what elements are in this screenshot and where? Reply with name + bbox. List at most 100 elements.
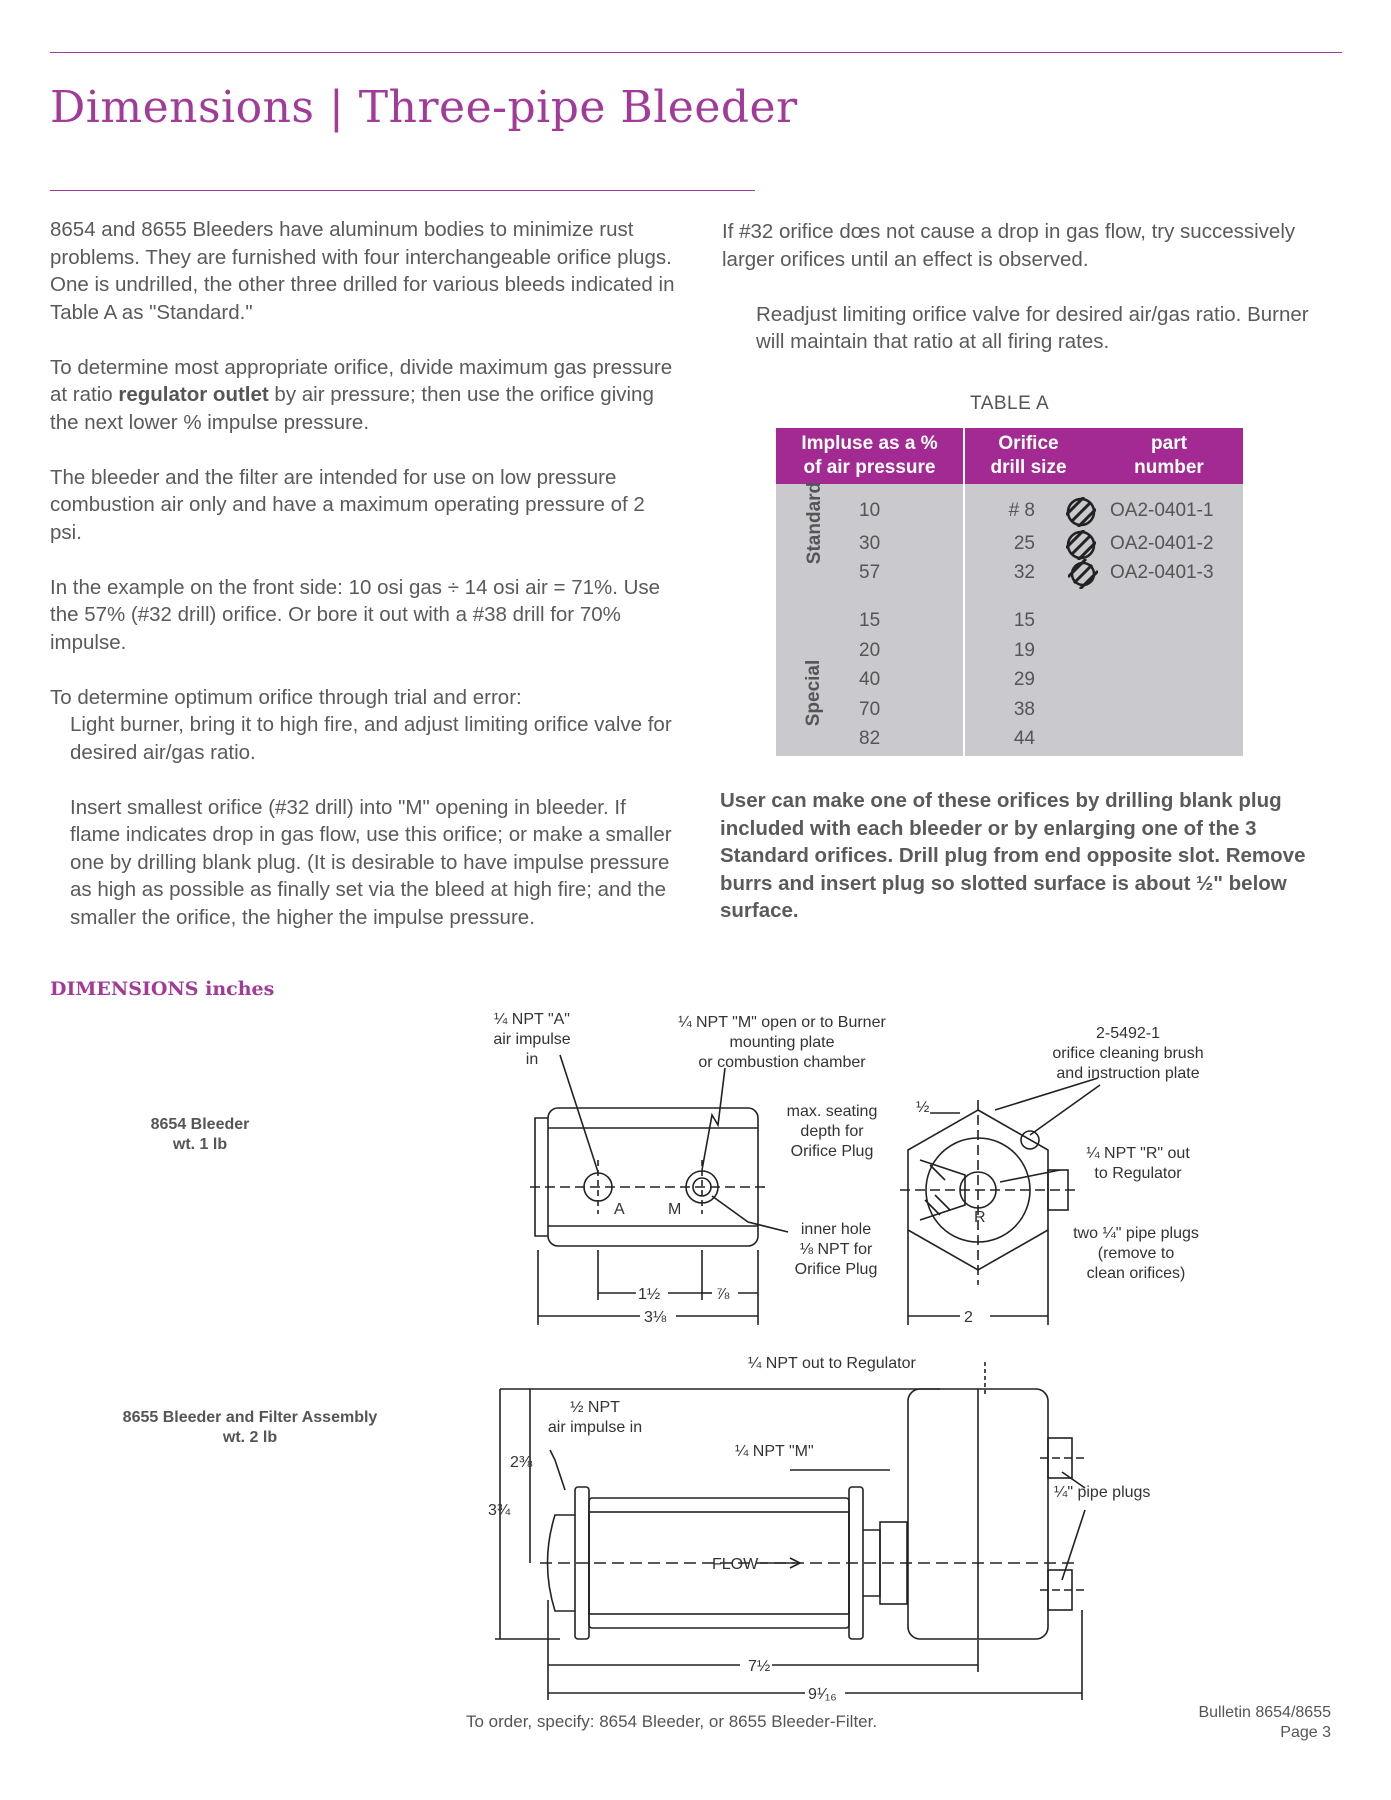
label-flow: FLOW xyxy=(712,1556,759,1573)
label-npt-r: ¼ NPT "R" out to Regulator xyxy=(1086,1145,1190,1182)
left-column: 8654 and 8655 Bleeders have aluminum bod… xyxy=(50,216,680,959)
cell-impulse: 70 xyxy=(859,699,881,720)
tspan: or combustion chamber xyxy=(698,1054,866,1071)
cell-drill: # 8 xyxy=(1008,500,1035,521)
label-port-a: A xyxy=(614,1201,625,1218)
tspan: to Regulator xyxy=(1094,1165,1182,1182)
label-npt-m-2: ¼ NPT "M" xyxy=(735,1443,814,1460)
dim-9-1-16: 9¹⁄₁₆ xyxy=(808,1686,837,1703)
tspan: Orifice Plug xyxy=(791,1143,874,1160)
paragraph-readjust: Readjust limiting orifice valve for desi… xyxy=(756,302,1309,354)
cell-part-number: OA2-0401-2 xyxy=(1110,533,1214,554)
model-8655-weight: wt. 2 lb xyxy=(222,1429,278,1446)
cell-impulse: 82 xyxy=(859,728,881,749)
bulletin-number: Bulletin 8654/8655 xyxy=(1198,1704,1331,1721)
model-8654-name: 8654 Bleeder xyxy=(150,1116,250,1133)
page-title: Dimensions | Three-pipe Bleeder xyxy=(50,82,798,133)
paragraph-determine-orifice: To determine most appropriate orifice, d… xyxy=(50,354,680,437)
label-port-r: R xyxy=(974,1209,986,1226)
column-divider xyxy=(963,428,965,756)
dim-7-8: ⅞ xyxy=(716,1286,730,1303)
cell-drill: 32 xyxy=(1013,562,1035,583)
cell-impulse: 40 xyxy=(859,669,881,690)
bulletin-footer: Bulletin 8654/8655 Page 3 xyxy=(1198,1703,1331,1743)
tspan: ¼ NPT "A" xyxy=(494,1011,570,1028)
cell-drill: 44 xyxy=(1013,728,1035,749)
dimensions-heading: DIMENSIONS inches xyxy=(50,978,275,1000)
table-note: User can make one of these orifices by d… xyxy=(720,789,1306,922)
cell-drill: 19 xyxy=(1013,640,1035,661)
bleeder-end-view xyxy=(900,1077,1101,1325)
bold-term: regulator outlet xyxy=(118,383,269,406)
page-number: Page 3 xyxy=(1280,1724,1331,1741)
paragraph-pressure-limit: The bleeder and the filter are intended … xyxy=(50,465,645,544)
right-column: If #32 orifice dœs not cause a drop in g… xyxy=(722,218,1342,383)
cell-impulse: 57 xyxy=(859,562,881,583)
tspan: air impulse xyxy=(493,1031,570,1048)
orifice-plug-icon xyxy=(1066,497,1096,527)
dim-7-5: 7½ xyxy=(748,1658,770,1675)
tspan: ⅛ NPT for xyxy=(800,1241,873,1258)
order-instructions: To order, specify: 8654 Bleeder, or 8655… xyxy=(466,1712,878,1731)
tspan: clean orifices) xyxy=(1087,1265,1186,1282)
title-underline xyxy=(50,190,755,191)
cell-drill: 29 xyxy=(1013,669,1035,690)
label-port-m: M xyxy=(668,1201,681,1218)
cell-impulse: 10 xyxy=(859,500,881,521)
tspan: depth for xyxy=(800,1123,864,1140)
orifice-plug-icon xyxy=(1068,559,1098,589)
tspan: ½ NPT xyxy=(570,1399,620,1416)
tspan: Orifice Plug xyxy=(795,1261,878,1278)
paragraph-larger-orifices: If #32 orifice dœs not cause a drop in g… xyxy=(722,220,1296,271)
tspan: orifice cleaning brush xyxy=(1052,1045,1203,1062)
tspan: 2-5492-1 xyxy=(1096,1025,1160,1042)
paragraph-materials: 8654 and 8655 Bleeders have aluminum bod… xyxy=(50,218,675,324)
label-npt-out: ¼ NPT out to Regulator xyxy=(748,1355,916,1372)
top-rule xyxy=(50,52,1342,53)
model-8654-weight: wt. 1 lb xyxy=(172,1136,228,1153)
model-8654-label: 8654 Bleeder wt. 1 lb xyxy=(130,1115,270,1155)
cell-impulse: 30 xyxy=(859,533,881,554)
cell-impulse: 20 xyxy=(859,640,881,661)
paragraph-insert-orifice: Insert smallest orifice (#32 drill) into… xyxy=(70,795,672,929)
cell-drill: 25 xyxy=(1013,533,1035,554)
trial-lead: To determine optimum orifice through tri… xyxy=(50,685,522,709)
tspan: (remove to xyxy=(1098,1245,1175,1262)
dim-2: 2 xyxy=(964,1309,973,1326)
dim-3-1-8: 3⅛ xyxy=(644,1309,667,1326)
header-impulse-text: Impluse as a %of air pressure xyxy=(801,433,938,478)
dim-1-5: 1½ xyxy=(638,1286,660,1303)
cell-impulse: 15 xyxy=(859,610,881,631)
dim-2-3-8: 2⅜ xyxy=(510,1454,533,1471)
cell-drill: 38 xyxy=(1013,699,1035,720)
tspan: two ¼" pipe plugs xyxy=(1073,1225,1199,1242)
tspan: ¼ NPT "R" out xyxy=(1086,1145,1190,1162)
model-8655-label: 8655 Bleeder and Filter Assembly wt. 2 l… xyxy=(100,1408,400,1448)
paragraph-example: In the example on the front side: 10 osi… xyxy=(50,575,661,654)
dim-3-3-4: 3¾ xyxy=(488,1502,511,1519)
tspan: max. seating xyxy=(787,1103,878,1120)
text-part: To determine most appropriate orifice, d… xyxy=(50,355,673,407)
tspan: air impulse in xyxy=(548,1419,642,1436)
cell-drill: 15 xyxy=(1013,610,1035,631)
trial-step: Light burner, bring it to high fire, and… xyxy=(70,713,672,764)
text-part: by air pressure; then use the orifice gi… xyxy=(50,383,654,434)
tspan: ¼ NPT "M" open or to Burner xyxy=(678,1014,886,1031)
label-half-npt: ½ NPT air impulse in xyxy=(548,1399,642,1436)
cell-part-number: OA2-0401-1 xyxy=(1110,500,1214,521)
cell-part-number: OA2-0401-3 xyxy=(1110,562,1214,583)
paragraph-trial-error: To determine optimum orifice through tri… xyxy=(50,684,680,767)
tspan: mounting plate xyxy=(730,1034,835,1051)
label-npt-m: ¼ NPT "M" open or to Burner mounting plat… xyxy=(678,1014,886,1071)
bleeder-side-view xyxy=(530,1054,789,1325)
label-pipe-plugs-2: ¼" pipe plugs xyxy=(1054,1484,1150,1501)
